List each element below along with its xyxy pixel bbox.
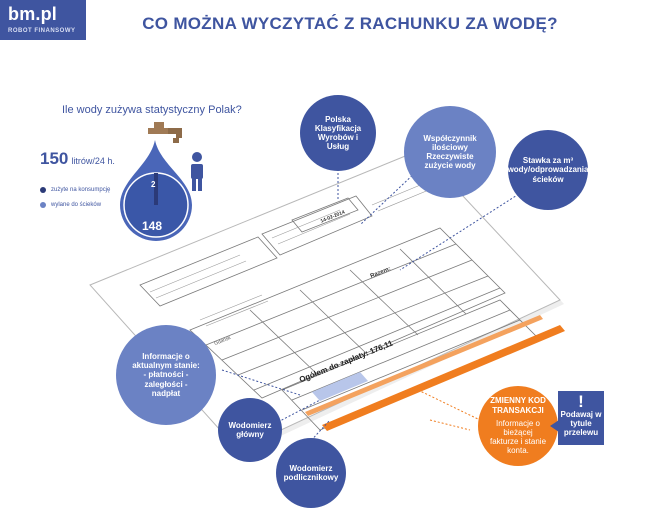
- callout-tail: [550, 420, 559, 432]
- brand-logo: bm.pl ROBOT FINANSOWY: [0, 0, 86, 40]
- page-title: CO MOŻNA WYCZYTAĆ Z RACHUNKU ZA WODĘ?: [142, 14, 558, 33]
- logo-text: bm.pl: [8, 4, 57, 24]
- transaction-code-title: ZMIENNY KOD TRANSAKCJI: [490, 396, 546, 415]
- stats-question: Ile wody zużywa statystyczny Polak?: [62, 104, 242, 116]
- bubble-meter-main: Wodomierz główny: [218, 398, 282, 462]
- faucet-icon: [148, 122, 182, 143]
- legend-consumption-label: zużyte na konsumpcję: [51, 187, 111, 193]
- consumption-value: 2: [151, 180, 156, 189]
- callout-text: Podawaj w tytule przelewu: [560, 410, 602, 437]
- person-icon: [191, 152, 203, 191]
- legend-dot-light: [40, 202, 46, 208]
- bubble-meter-sub: Wodomierz podlicznikowy: [276, 438, 346, 508]
- transaction-code-text: Informacje o bieżącej fakturze i stanie …: [489, 418, 547, 456]
- bubble-status: Informacje o aktualnym stanie: - płatnoś…: [116, 325, 216, 425]
- exclamation-icon: !: [578, 392, 584, 411]
- logo-tagline: ROBOT FINANSOWY: [8, 28, 76, 34]
- bubble-rate: Stawka za m³ wody/odprowadzania ścieków: [508, 130, 588, 210]
- bubble-coefficient: Współczynnik ilościowy Rzeczywiste zużyc…: [404, 106, 496, 198]
- legend-consumption: zużyte na konsumpcję: [40, 187, 110, 193]
- liters-value: 150: [40, 149, 69, 168]
- transfer-title-callout: ! Podawaj w tytule przelewu: [558, 391, 604, 445]
- legend-drain-label: wylane do ścieków: [51, 202, 102, 208]
- liters-unit: litrów/24 h.: [71, 156, 115, 166]
- legend-dot-dark: [40, 187, 46, 193]
- drain-value: 148: [142, 219, 163, 233]
- bubble-pkwiu: Polska Klasyfikacja Wyrobów i Usług: [300, 95, 376, 171]
- legend-drain: wylane do ścieków: [40, 202, 101, 208]
- bubble-transaction-code: ZMIENNY KOD TRANSAKCJI Informacje o bież…: [478, 386, 558, 466]
